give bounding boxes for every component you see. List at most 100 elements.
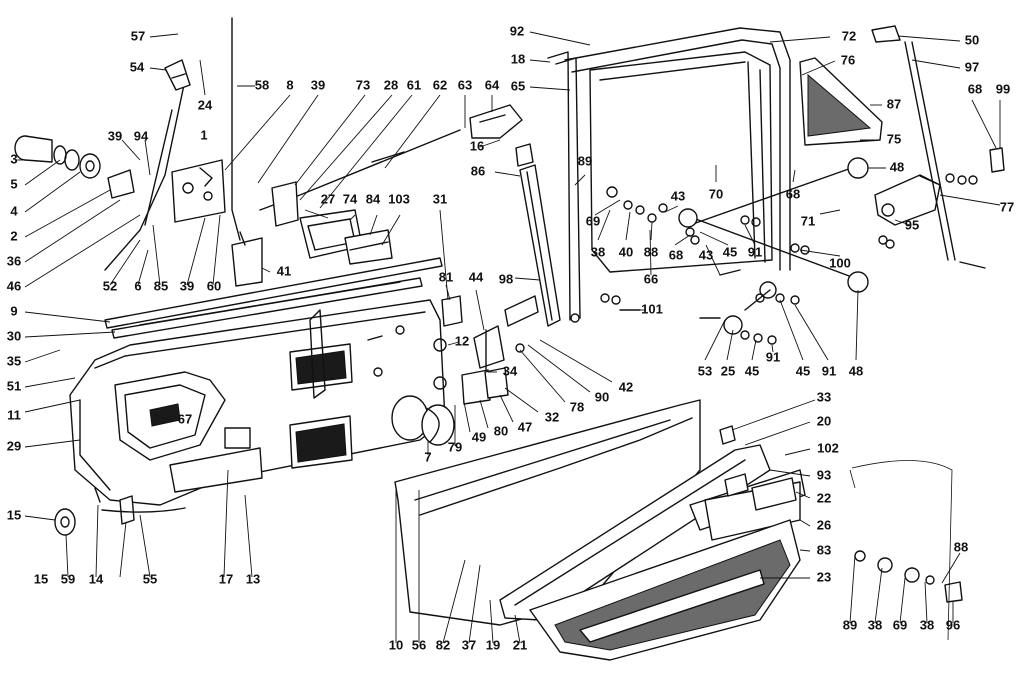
callout-4: 4 bbox=[10, 203, 18, 218]
callout-30: 30 bbox=[7, 328, 21, 343]
callout-43b: 43 bbox=[699, 247, 713, 262]
callout-2: 2 bbox=[10, 228, 17, 243]
callout-15: 15 bbox=[7, 507, 21, 522]
callout-6: 6 bbox=[134, 278, 141, 293]
mirror-assembly bbox=[271, 181, 393, 265]
callout-78: 78 bbox=[570, 399, 584, 414]
callout-87: 87 bbox=[887, 96, 901, 111]
part-86 bbox=[515, 143, 534, 167]
callout-12: 12 bbox=[455, 333, 469, 348]
callout-36: 36 bbox=[7, 253, 21, 268]
callout-83: 83 bbox=[817, 542, 831, 557]
lower-fittings bbox=[54, 487, 186, 536]
callout-45c: 45 bbox=[796, 363, 810, 378]
callout-16: 16 bbox=[470, 138, 484, 153]
vent-frame-97 bbox=[871, 25, 1005, 261]
callout-20: 20 bbox=[817, 413, 831, 428]
callout-67: 67 bbox=[178, 411, 192, 426]
callout-56: 56 bbox=[412, 637, 426, 652]
callout-13: 13 bbox=[246, 571, 260, 586]
regulator-motor bbox=[874, 174, 941, 226]
callout-38b: 38 bbox=[868, 617, 882, 632]
callout-37: 37 bbox=[462, 637, 476, 652]
callout-62: 62 bbox=[433, 77, 447, 92]
callout-7: 7 bbox=[424, 449, 431, 464]
callout-54: 54 bbox=[130, 59, 145, 74]
callout-80: 80 bbox=[494, 423, 508, 438]
callout-92: 92 bbox=[510, 23, 524, 38]
callout-91: 91 bbox=[748, 244, 762, 259]
callout-26: 26 bbox=[817, 517, 831, 532]
callout-75: 75 bbox=[887, 131, 901, 146]
callout-89b: 89 bbox=[843, 617, 857, 632]
callout-98: 98 bbox=[499, 271, 513, 286]
leader-lines bbox=[15, 31, 1001, 644]
callout-63: 63 bbox=[458, 77, 472, 92]
bracket-54 bbox=[164, 59, 191, 91]
window-frame bbox=[547, 27, 791, 321]
callout-102: 102 bbox=[817, 440, 839, 455]
callout-69b: 69 bbox=[893, 617, 907, 632]
callout-65: 65 bbox=[511, 78, 525, 93]
callout-103: 103 bbox=[388, 191, 410, 206]
callout-39c: 39 bbox=[180, 278, 194, 293]
callout-79: 79 bbox=[448, 439, 462, 454]
callout-38c: 38 bbox=[920, 617, 934, 632]
callout-82: 82 bbox=[436, 637, 450, 652]
glass-channel-98 bbox=[519, 164, 561, 327]
callout-1: 1 bbox=[200, 127, 207, 142]
callout-46: 46 bbox=[7, 278, 21, 293]
callout-27: 27 bbox=[321, 191, 335, 206]
door-edge-outline bbox=[849, 460, 953, 641]
callout-55: 55 bbox=[143, 571, 157, 586]
callout-40: 40 bbox=[619, 244, 633, 259]
callout-labels: 57 54 24 58 8 39 73 28 61 62 63 64 92 72… bbox=[7, 23, 1014, 652]
callout-42: 42 bbox=[619, 379, 633, 394]
callout-23: 23 bbox=[817, 569, 831, 584]
callout-81: 81 bbox=[439, 269, 453, 284]
callout-49: 49 bbox=[472, 429, 486, 444]
callout-88: 88 bbox=[644, 244, 658, 259]
callout-85: 85 bbox=[154, 278, 168, 293]
callout-18: 18 bbox=[511, 51, 525, 66]
callout-101: 101 bbox=[641, 301, 663, 316]
callout-71: 71 bbox=[801, 213, 815, 228]
callout-38: 38 bbox=[591, 244, 605, 259]
callout-52: 52 bbox=[103, 278, 117, 293]
callout-44: 44 bbox=[469, 269, 484, 284]
callout-45: 45 bbox=[723, 244, 737, 259]
callout-57: 57 bbox=[131, 28, 145, 43]
callout-72: 72 bbox=[842, 28, 856, 43]
callout-50: 50 bbox=[965, 32, 979, 47]
callout-48b: 48 bbox=[849, 363, 863, 378]
callout-3: 3 bbox=[10, 151, 17, 166]
callout-74: 74 bbox=[343, 191, 358, 206]
callout-91b: 91 bbox=[766, 349, 780, 364]
callout-76: 76 bbox=[841, 52, 855, 67]
actuator-41 bbox=[231, 231, 263, 287]
callout-10: 10 bbox=[389, 637, 403, 652]
callout-14: 14 bbox=[89, 571, 104, 586]
window-channel-strips bbox=[104, 257, 443, 339]
callout-94: 94 bbox=[134, 128, 149, 143]
callout-41: 41 bbox=[277, 263, 291, 278]
callout-99: 99 bbox=[996, 81, 1010, 96]
callout-64: 64 bbox=[485, 77, 500, 92]
door-trim-panels bbox=[394, 399, 806, 661]
callout-58: 58 bbox=[255, 77, 269, 92]
callout-39b: 39 bbox=[108, 128, 122, 143]
lock-cylinder bbox=[14, 135, 135, 199]
callout-100: 100 bbox=[829, 255, 851, 270]
handle-64 bbox=[469, 104, 523, 139]
callout-29: 29 bbox=[7, 438, 21, 453]
callout-24: 24 bbox=[198, 97, 213, 112]
callout-86: 86 bbox=[471, 163, 485, 178]
callout-90: 90 bbox=[595, 389, 609, 404]
callout-77: 77 bbox=[1000, 199, 1014, 214]
hinge-parts bbox=[433, 295, 539, 405]
callout-45b: 45 bbox=[745, 363, 759, 378]
door-knob bbox=[391, 395, 455, 446]
callout-68b: 68 bbox=[786, 186, 800, 201]
